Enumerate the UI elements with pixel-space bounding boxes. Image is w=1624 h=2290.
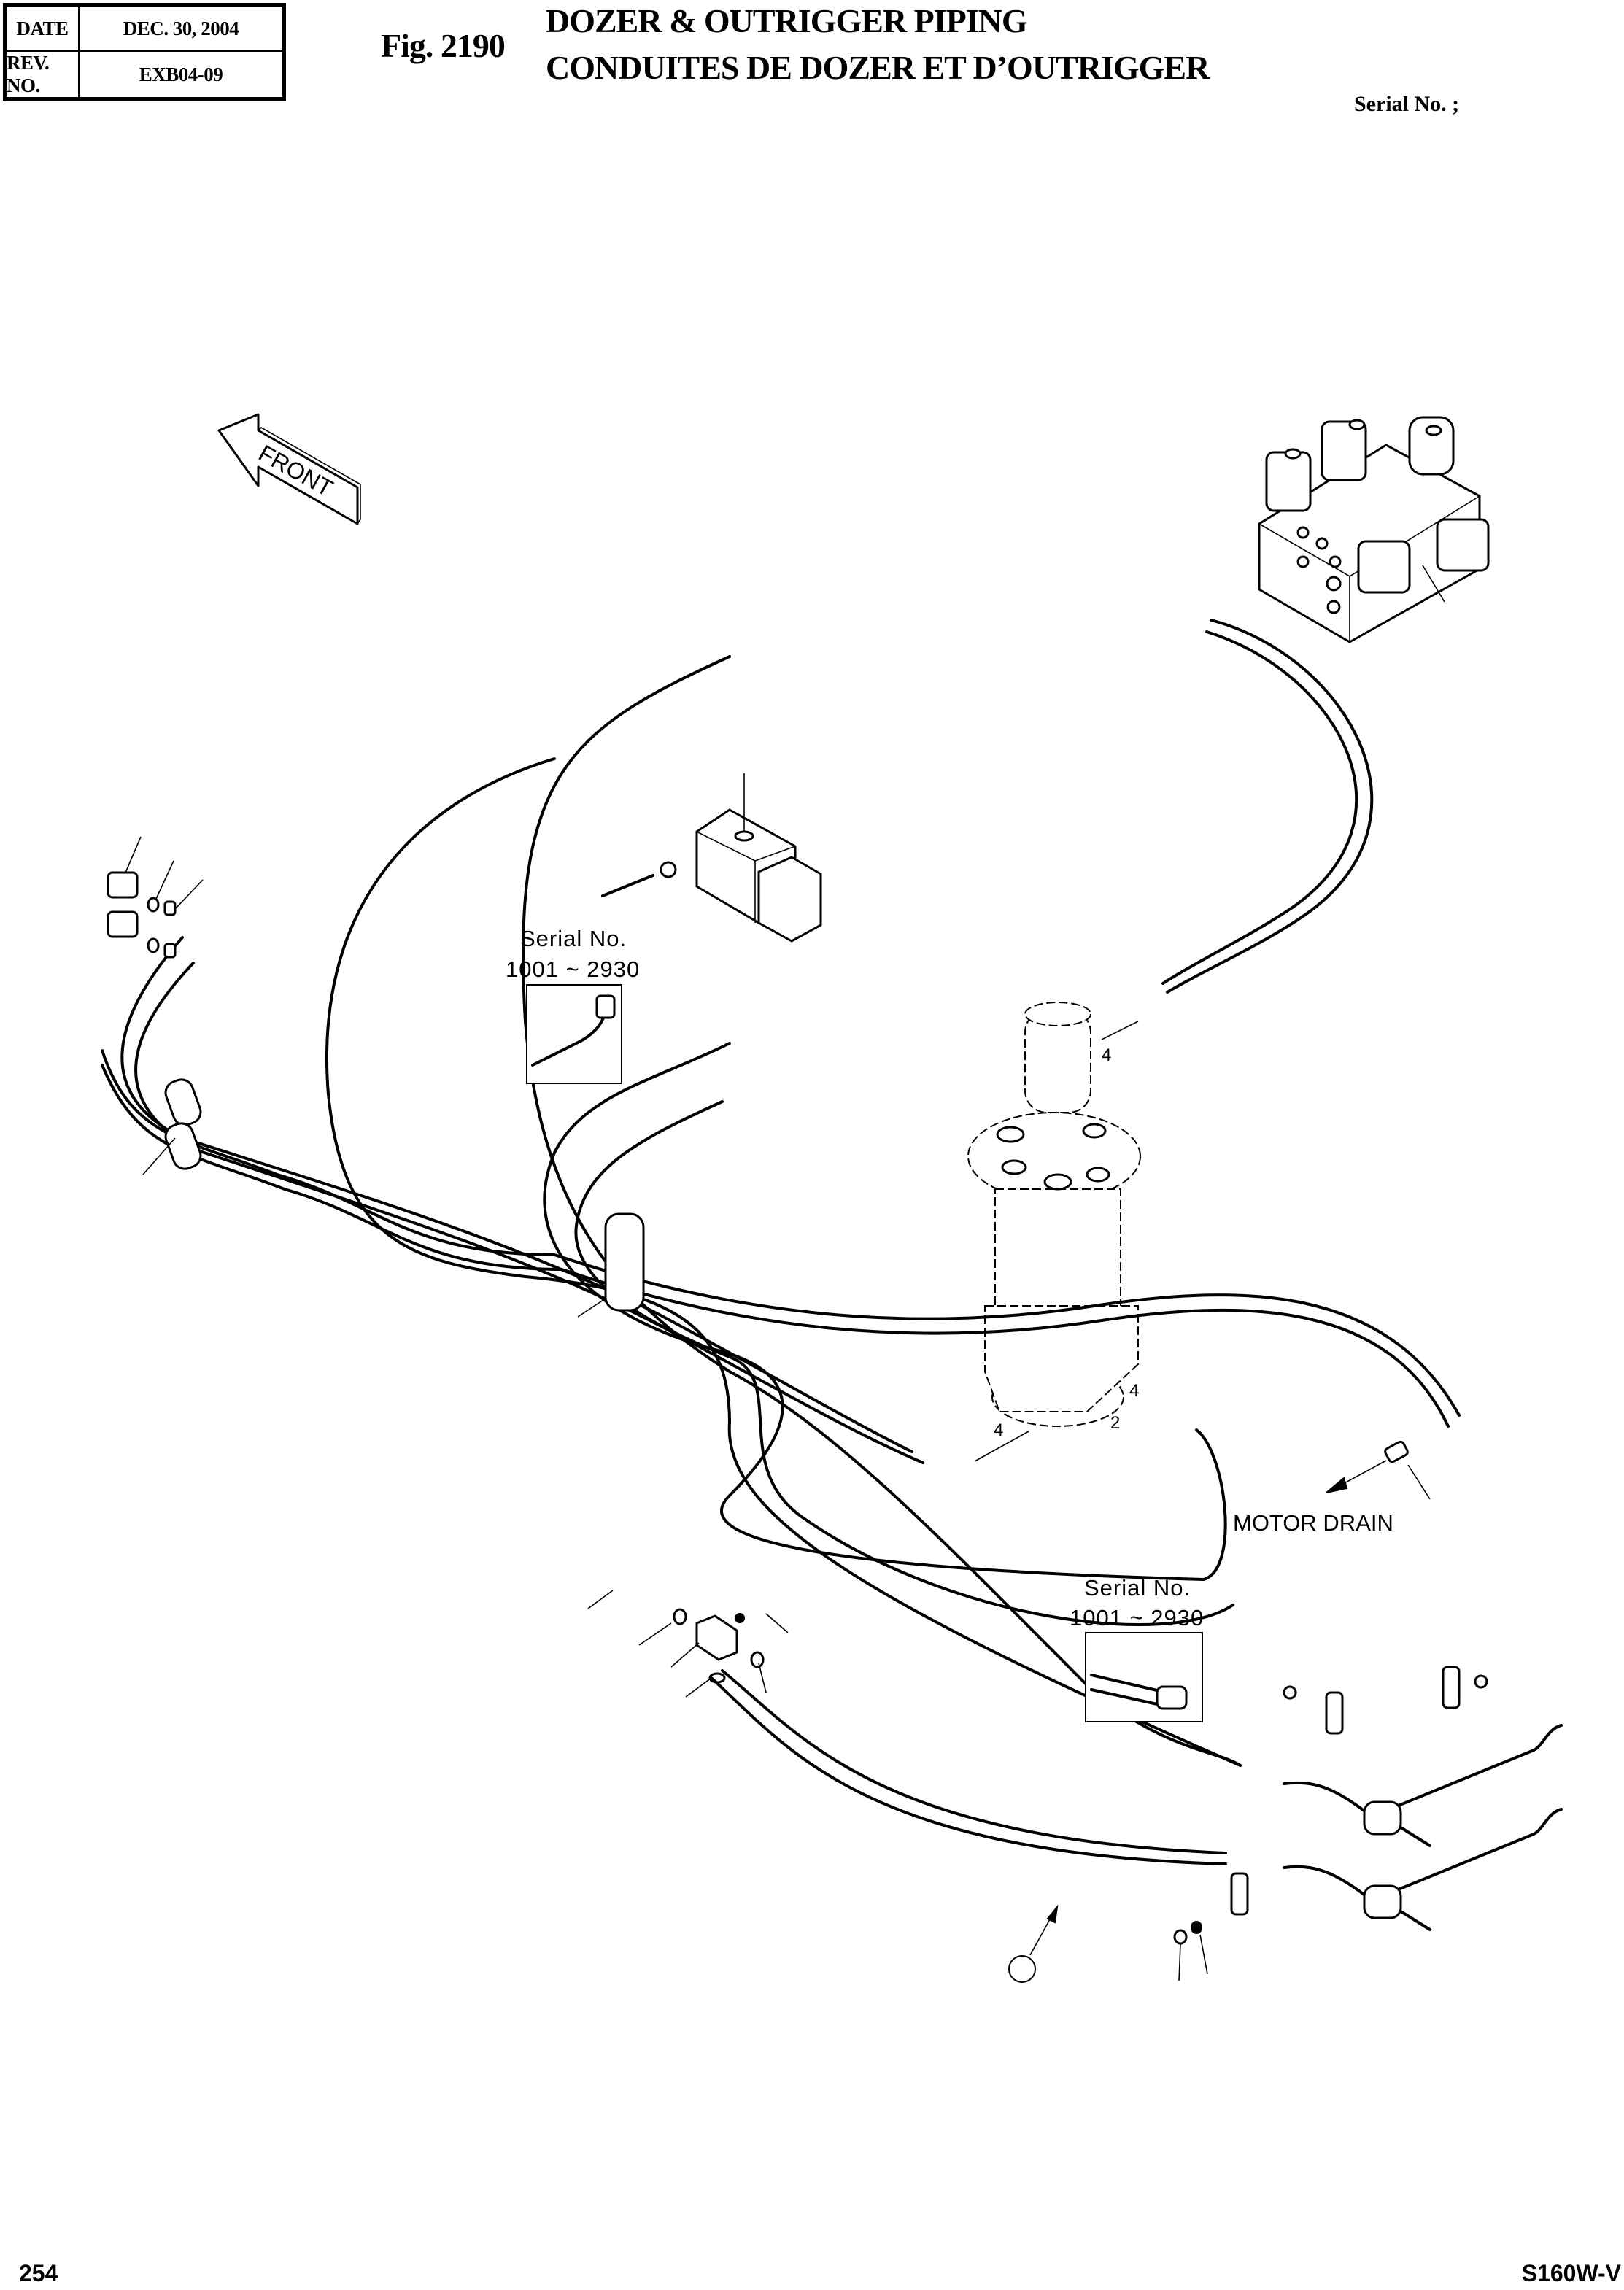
callout-4-upper: 4: [1102, 1045, 1111, 1065]
rev-label: REV. NO.: [7, 52, 80, 97]
view-indicator: [1008, 1904, 1059, 1983]
page-title-english: DOZER & OUTRIGGER PIPING: [546, 2, 1028, 39]
model-number: S160W-V: [1521, 2260, 1621, 2286]
page-number: 254: [19, 2260, 58, 2286]
left-elbow-fittings: [107, 836, 204, 959]
inset-top-serial-range: 1001 ~ 2930: [506, 956, 640, 982]
revision-info-table: DATE DEC. 30, 2004 REV. NO. EXB04-09: [3, 3, 286, 101]
inset-bottom-serial-range: 1001 ~ 2930: [1070, 1605, 1204, 1631]
inset-bottom-serial-label: Serial No.: [1084, 1575, 1191, 1601]
page-title-french: CONDUITES DE DOZER ET D’OUTRIGGER: [546, 49, 1210, 86]
solenoid-valve-block: [1258, 416, 1490, 643]
date-value: DEC. 30, 2004: [80, 7, 282, 52]
callout-2-lower-right: 2: [1110, 1413, 1120, 1433]
stop-valve-block: [601, 773, 822, 943]
front-direction-arrow: FRONT: [217, 413, 361, 525]
serial-number-label: Serial No. ;: [1354, 92, 1460, 116]
inset-serial-top: Serial No. 1001 ~ 2930: [506, 926, 640, 1084]
callout-4-lower-left: 4: [994, 1420, 1003, 1440]
motor-drain-fitting: MOTOR DRAIN: [1233, 1440, 1431, 1536]
inset-serial-bottom: Serial No. 1001 ~ 2930: [1070, 1575, 1204, 1722]
callout-4-lower-right: 4: [1129, 1381, 1139, 1401]
hose-bundle: [101, 619, 1461, 1865]
motor-drain-label: MOTOR DRAIN: [1233, 1510, 1393, 1536]
inset-top-serial-label: Serial No.: [520, 926, 627, 951]
date-label: DATE: [7, 7, 80, 52]
hose-grommets: [142, 1078, 645, 1318]
center-swivel-joint: 4 4 4 2: [967, 1002, 1141, 1462]
rev-value: EXB04-09: [139, 63, 223, 85]
tee-fitting: [587, 1590, 789, 1698]
outrigger-pipes: [1173, 1666, 1563, 1981]
figure-number: Fig. 2190: [381, 27, 506, 64]
